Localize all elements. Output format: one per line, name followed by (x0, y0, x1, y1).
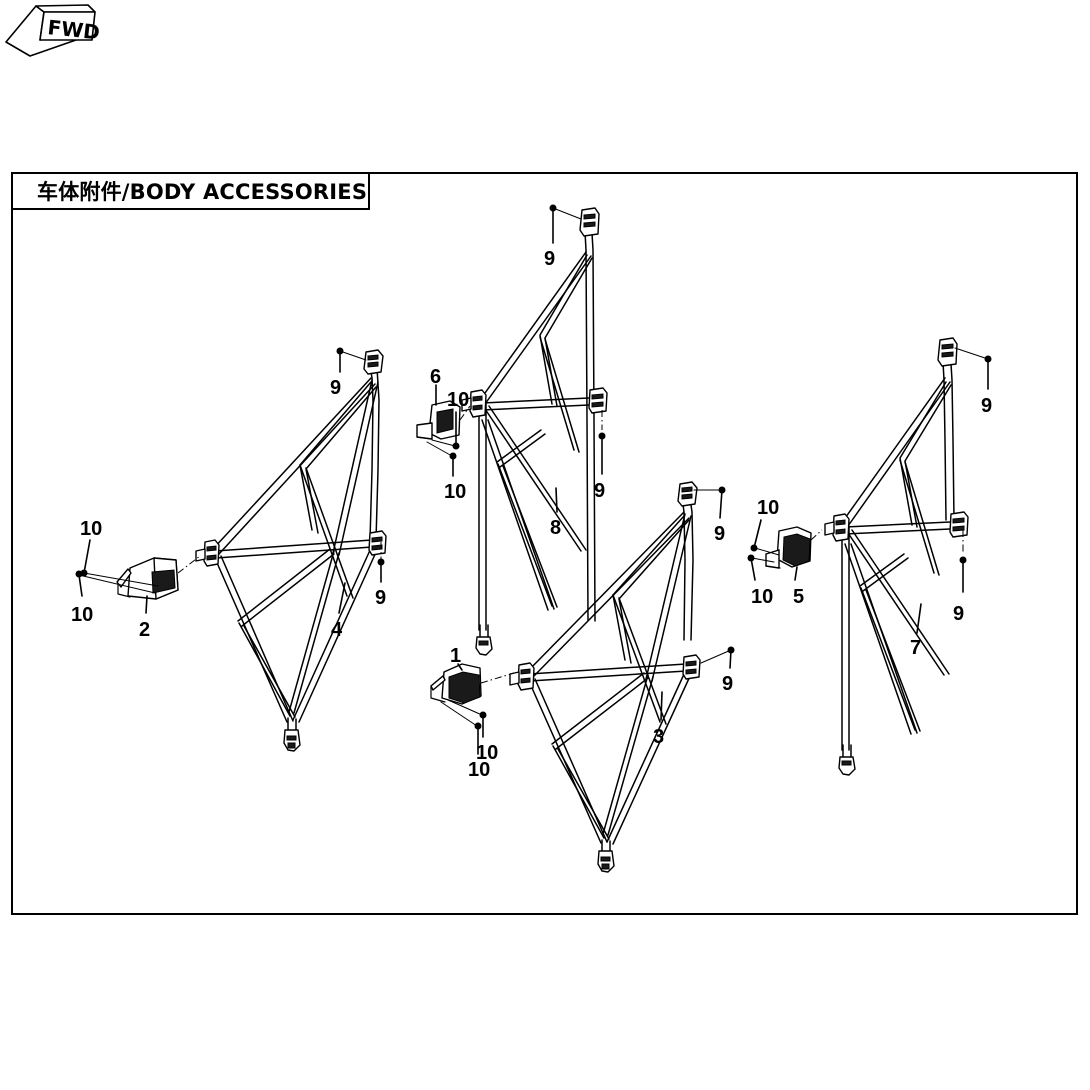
door-net-7-frame (841, 361, 955, 761)
callout-7: 7 (910, 637, 922, 659)
callout-9: 9 (544, 248, 556, 270)
callout-9: 9 (981, 395, 993, 417)
hinge-mid-left-4 (195, 539, 220, 567)
latch-2 (116, 557, 179, 600)
assembly-rear-right (747, 337, 992, 776)
drawing-frame (11, 172, 1078, 915)
hinge-bottom-8 (475, 636, 493, 656)
title-block: 车体附件/BODY ACCESSORIES (11, 172, 370, 210)
screw-leader-9-f (700, 646, 735, 669)
hinge-mid-right-4 (368, 530, 387, 556)
callout-3: 3 (653, 726, 665, 748)
assembly-rear-left (416, 204, 608, 656)
screw-leader-9-g (954, 347, 992, 390)
leader-part-4 (338, 582, 346, 614)
latch-6-axis (459, 405, 471, 421)
door-net-4-frame (212, 364, 380, 734)
callout-4: 4 (331, 619, 343, 641)
door-net-8-frame (478, 231, 596, 641)
callout-8: 8 (550, 517, 562, 539)
leader-part-7 (916, 603, 922, 634)
callout-10: 10 (444, 481, 467, 503)
latch-1 (430, 663, 482, 705)
screw-leader-9-a (336, 347, 367, 373)
fwd-orientation-marker: FWD (5, 4, 101, 57)
svg-text:FWD: FWD (46, 15, 101, 44)
callout-9: 9 (722, 673, 734, 695)
callout-10: 10 (80, 518, 103, 540)
leader-part-3 (660, 691, 663, 721)
screw-leader-9-c (549, 204, 582, 244)
callout-9: 9 (594, 480, 606, 502)
callout-6: 6 (430, 366, 442, 388)
bolt-leaders-2 (75, 539, 159, 597)
assembly-front-left (75, 347, 387, 752)
bolt-leaders-5 (747, 519, 780, 581)
hinge-top-7 (937, 337, 958, 367)
hinge-top-4 (363, 349, 384, 375)
latch-5-axis (810, 529, 823, 541)
leader-part-2 (145, 595, 148, 614)
hinge-mid-right-3 (682, 654, 701, 680)
bolt-leaders-6 (426, 411, 460, 477)
hinge-bottom-7 (838, 756, 856, 776)
leader-part-1 (457, 663, 463, 671)
callout-10: 10 (751, 586, 774, 608)
latch-6 (416, 400, 461, 440)
hinge-mid-right-7 (949, 511, 969, 538)
callout-1: 1 (450, 645, 462, 667)
leader-part-8 (555, 487, 558, 513)
latch-2-axis (177, 555, 201, 574)
door-net-3-frame (526, 496, 694, 855)
leader-part-5 (794, 566, 798, 581)
callout-9: 9 (953, 603, 965, 625)
callout-9: 9 (330, 377, 342, 399)
callout-10: 10 (447, 389, 470, 411)
hinge-mid-right-8 (588, 387, 608, 414)
hinge-top-3 (677, 481, 698, 507)
assembly-front-right (430, 481, 735, 873)
page-title: 车体附件/BODY ACCESSORIES (37, 180, 368, 204)
callout-10: 10 (71, 604, 94, 626)
screw-leader-9-d (598, 410, 606, 475)
callout-2: 2 (139, 619, 151, 641)
callout-10: 10 (468, 759, 491, 781)
latch-1-axis (480, 672, 515, 684)
callout-5: 5 (793, 586, 805, 608)
screw-leader-9-h (959, 530, 967, 593)
callout-9: 9 (714, 523, 726, 545)
callout-10: 10 (757, 497, 780, 519)
hinge-bottom-4 (283, 729, 301, 752)
callout-9: 9 (375, 587, 387, 609)
screw-leader-9-b (377, 542, 385, 583)
hinge-top-8 (579, 207, 600, 237)
screw-leader-9-e (693, 486, 726, 519)
hinge-bottom-3 (597, 850, 615, 873)
bolt-leaders-1 (440, 699, 487, 755)
callout-10: 10 (476, 742, 499, 764)
hinge-mid-left-7 (824, 513, 850, 542)
hinge-mid-left-3 (509, 662, 535, 691)
